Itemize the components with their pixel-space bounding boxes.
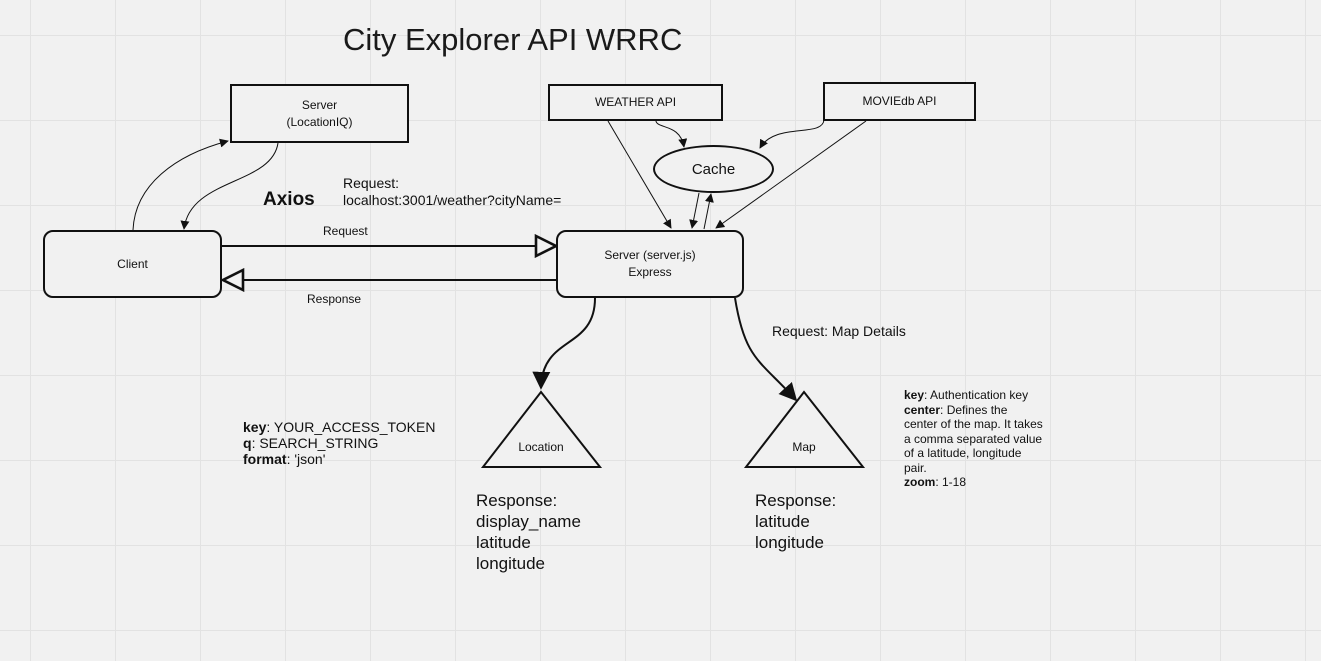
location-response-line: longitude [476,554,546,573]
request-url-label: Request: localhost:3001/weather?cityName… [343,175,561,209]
map-param-value: : Authentication key [924,388,1029,402]
server-to-location-arrow [532,297,596,390]
map-param-value: : Defines the [940,402,1008,417]
map-param-key: center [904,402,941,417]
map-param-value: : 1-18 [935,475,967,489]
location-param-key: q [243,435,252,451]
location-param-row: format: 'json' [243,451,435,467]
location-response-line: latitude [476,533,531,552]
map-param-key-row: key: Authentication key [904,388,1043,403]
map-param-text: center of the map. It takes [904,417,1043,431]
weather-api-label: WEATHER API [594,95,677,109]
weather-to-cache-arrow [655,118,688,148]
moviedb-api-label: MOVIEdb API [862,94,937,108]
map-response: Response: latitude longitude [755,490,836,553]
request-label: Request [323,224,368,238]
map-param-key: key [904,388,925,402]
response-label: Response [307,292,362,306]
server-express-label-1: Server (server.js) [604,248,696,262]
map-triangle[interactable] [743,390,866,468]
server-express-label-2: Express [628,265,672,279]
location-triangle[interactable] [480,390,603,468]
client-node[interactable]: Client [43,230,222,298]
server-express-node[interactable]: Server (server.js) Express [556,230,744,298]
map-label: Map [792,440,816,454]
map-param-center-row: center: Defines the [904,403,1043,418]
location-param-key: format [243,451,287,467]
location-param-row: key: YOUR_ACCESS_TOKEN [243,419,435,435]
server-locationiq-label-2: (LocationIQ) [286,114,353,129]
server-to-map-arrow [734,297,798,402]
moviedb-api-node[interactable]: MOVIEdb API [823,82,976,121]
map-param-text: a comma separated value [904,431,1043,446]
location-response-line: display_name [476,512,581,531]
request-url-line-2: localhost:3001/weather?cityName= [343,192,562,208]
server-to-cache-arrow [703,193,714,230]
map-response-line: Response: [755,491,837,510]
location-param-value: : YOUR_ACCESS_TOKEN [266,419,436,435]
axios-label: Axios [263,189,315,210]
location-param-value: : SEARCH_STRING [251,435,379,451]
map-response-line: longitude [755,533,825,552]
map-param-key: zoom [904,475,936,489]
location-label: Location [518,440,564,454]
location-response-line: Response: [476,491,558,510]
cache-node[interactable]: Cache [653,145,774,193]
map-response-line: latitude [755,512,810,531]
cache-label: Cache [691,160,736,178]
map-param-zoom-row: zoom: 1-18 [904,475,1043,490]
map-param-text: pair. [904,460,927,475]
diagram-title: City Explorer API WRRC [343,22,683,57]
request-url-line-1: Request: [343,175,400,191]
location-response: Response: display_name latitude longitud… [476,490,581,574]
server-locationiq-label-1: Server [301,97,338,112]
location-param-row: q: SEARCH_STRING [243,435,435,451]
map-params: key: Authentication key center: Defines … [904,388,1043,490]
cache-to-server-arrow [689,192,700,229]
client-label: Client [117,256,148,271]
server-locationiq-node[interactable]: Server (LocationIQ) [230,84,409,143]
locationiq-to-client-arrow [180,142,279,230]
moviedb-to-cache-arrow [759,119,825,149]
map-request-label: Request: Map Details [772,323,906,339]
client-to-locationiq-arrow [132,138,229,231]
location-param-value: : 'json' [286,451,326,467]
weather-api-node[interactable]: WEATHER API [548,84,723,121]
location-param-key: key [243,419,267,435]
weather-to-server-arrow [607,120,672,229]
location-params: key: YOUR_ACCESS_TOKEN q: SEARCH_STRING … [243,419,435,467]
moviedb-to-server-arrow [715,120,867,229]
map-param-text: of a latitude, longitude [904,446,1022,460]
